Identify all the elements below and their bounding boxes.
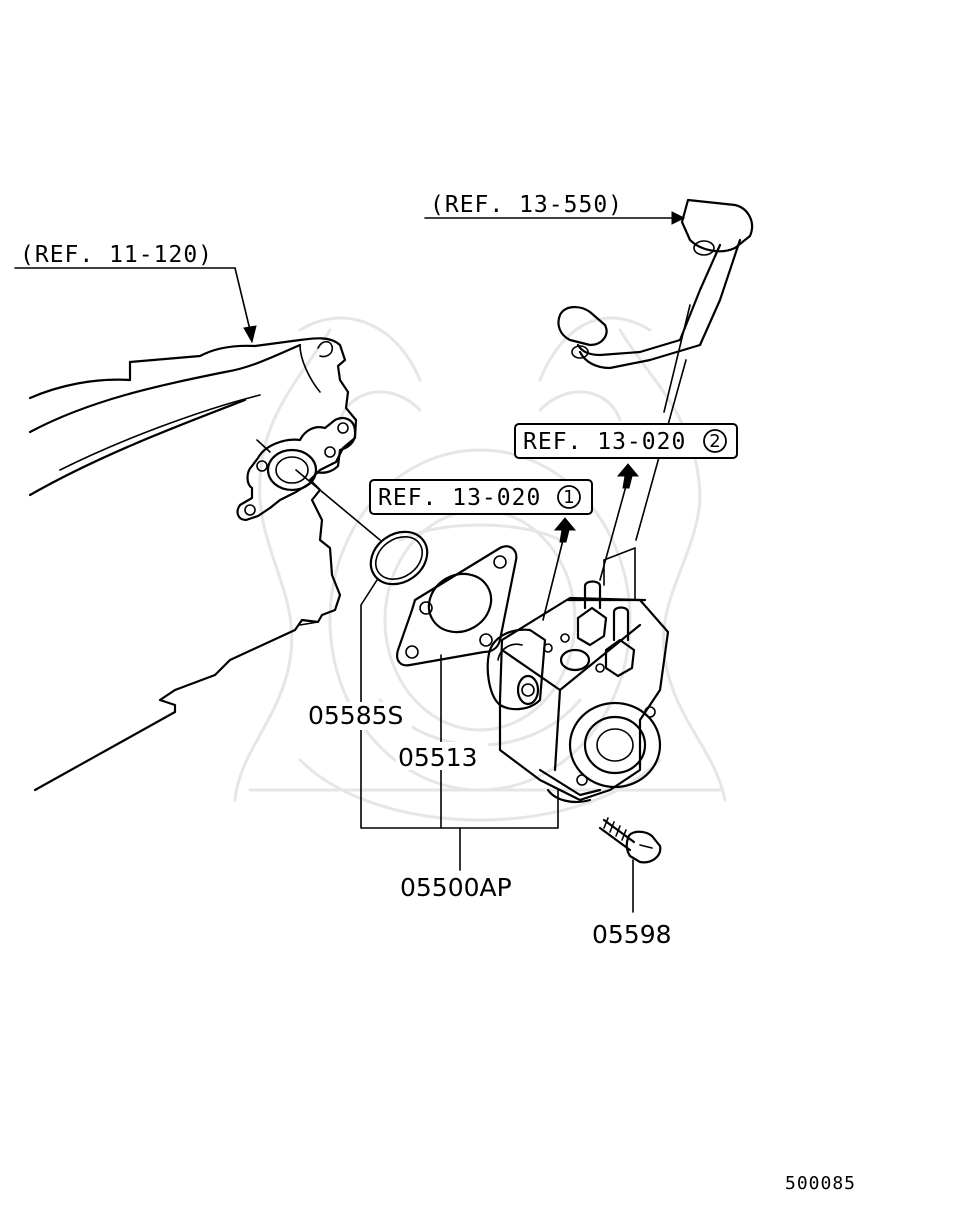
ref-13-020-2-box[interactable]: REF. 13-020 2: [514, 423, 738, 459]
part-number-oring[interactable]: 05585S: [308, 701, 403, 730]
oring-part: [369, 530, 429, 586]
diagram-code: 500085: [785, 1173, 856, 1194]
part-number-bolt[interactable]: 05598: [592, 920, 672, 949]
leader-flange-tick: [256, 439, 271, 453]
part-number-gasket[interactable]: 05513: [398, 743, 478, 772]
ref-13-020-1-box[interactable]: REF. 13-020 1: [369, 479, 593, 515]
cylinder-head-outline: [28, 337, 358, 792]
gasket-part: [396, 545, 518, 667]
ref-13-020-1-label: REF. 13-020: [378, 485, 541, 511]
fuel-pipe: [557, 198, 754, 370]
ref-13-550-leader: [424, 211, 686, 225]
part-number-assembly[interactable]: 05500AP: [400, 873, 512, 902]
bolt-part: [598, 817, 662, 864]
ref-13-020-2-circle: 2: [709, 431, 720, 452]
fuel-pump-body: [486, 547, 670, 804]
ref-11-120-leader: [14, 267, 257, 344]
ref-11-120-label[interactable]: (REF. 11-120): [20, 242, 213, 268]
leader-flange: [295, 469, 381, 541]
ref-13-020-1-circle: 1: [563, 487, 574, 508]
part-leaders: [360, 579, 634, 913]
ref-13-550-label[interactable]: (REF. 13-550): [430, 192, 623, 218]
ref-13-020-2-label: REF. 13-020: [523, 429, 686, 455]
